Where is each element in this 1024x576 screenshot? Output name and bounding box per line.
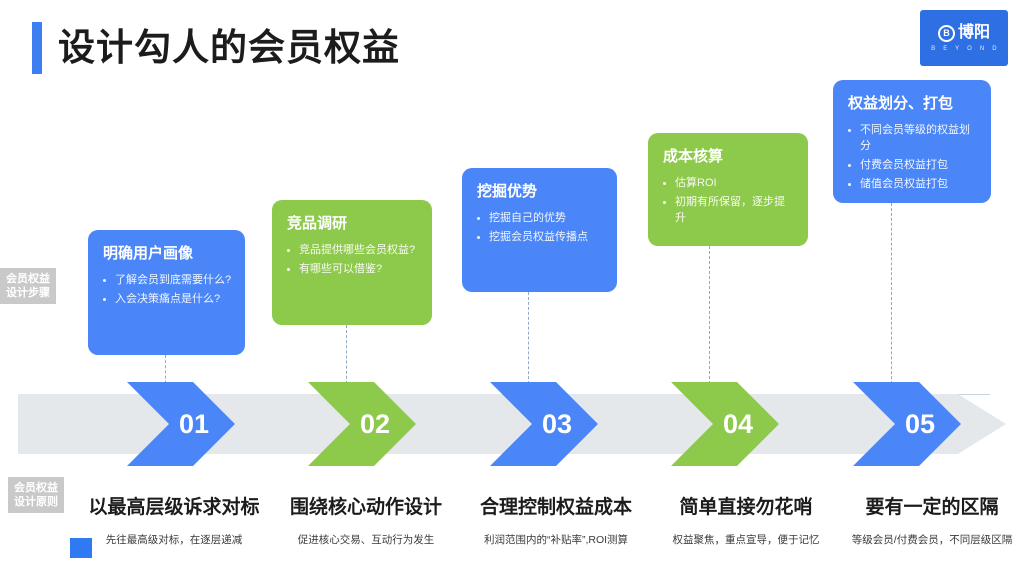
step-card-05[interactable]: 权益划分、打包不同会员等级的权益划分付费会员权益打包储值会员权益打包 bbox=[833, 80, 991, 203]
design-principle-4: 简单直接勿花哨权益聚焦，重点宣导，便于记忆 bbox=[650, 495, 842, 548]
chevron-number: 05 bbox=[904, 408, 936, 439]
connector-line-03 bbox=[528, 292, 529, 394]
logo-circle-icon: B bbox=[937, 24, 955, 42]
connector-line-04 bbox=[709, 246, 710, 394]
step-card-02[interactable]: 竞品调研竞品提供哪些会员权益? 有哪些可以借鉴? bbox=[272, 200, 432, 325]
step-card-03[interactable]: 挖掘优势挖掘自己的优势挖掘会员权益传播点 bbox=[462, 168, 617, 292]
logo-chinese-name: 博阳 bbox=[957, 24, 990, 41]
principle-title: 围绕核心动作设计 bbox=[289, 497, 442, 518]
chevron-number: 03 bbox=[541, 408, 573, 439]
principle-description: 先往最高级对标，在逐层递减 bbox=[105, 534, 243, 546]
step-card-bullet: 挖掘自己的优势 bbox=[475, 210, 604, 226]
step-card-04[interactable]: 成本核算估算ROI 初期有所保留，逐步提升 bbox=[648, 133, 808, 246]
principle-title: 简单直接勿花哨 bbox=[679, 497, 813, 518]
side-label-design-principles: 会员权益 设计原则 bbox=[8, 477, 64, 513]
design-principle-3: 合理控制权益成本利润范围内的“补贴率”,ROI测算 bbox=[460, 495, 652, 548]
side-label-steps-line1: 会员权益 bbox=[6, 273, 50, 285]
step-card-bullet: 挖掘会员权益传播点 bbox=[475, 229, 604, 245]
step-card-bullet: 估算ROI bbox=[661, 175, 795, 191]
principle-title: 要有一定的区隔 bbox=[865, 497, 999, 518]
step-card-bullet: 竞品提供哪些会员权益? bbox=[285, 242, 419, 258]
step-card-title: 明确用户画像 bbox=[103, 245, 194, 262]
step-card-01[interactable]: 明确用户画像了解会员到底需要什么? 入会决策痛点是什么? bbox=[88, 230, 245, 355]
side-label-principles-line1: 会员权益 bbox=[14, 482, 58, 494]
chevron-number: 01 bbox=[178, 408, 210, 439]
step-card-bullet: 有哪些可以借鉴? bbox=[285, 261, 419, 277]
step-card-bullet: 了解会员到底需要什么? bbox=[101, 272, 232, 288]
step-card-bullet: 不同会员等级的权益划分 bbox=[846, 122, 978, 154]
title-accent-bar bbox=[32, 22, 42, 74]
side-label-principles-line2: 设计原则 bbox=[14, 496, 58, 508]
design-principle-2: 围绕核心动作设计促进核心交易、互动行为发生 bbox=[270, 495, 462, 548]
chevron-number: 04 bbox=[722, 408, 754, 439]
connector-line-05 bbox=[891, 203, 892, 394]
principle-description: 权益聚焦，重点宣导，便于记忆 bbox=[672, 534, 820, 546]
step-card-bullet: 入会决策痛点是什么? bbox=[101, 291, 232, 307]
principle-description: 等级会员/付费会员，不同层级区隔 bbox=[851, 534, 1013, 546]
process-band: 01 02 03 04 05 bbox=[18, 382, 1006, 466]
step-card-bullet-list: 挖掘自己的优势挖掘会员权益传播点 bbox=[475, 210, 604, 245]
connector-line-02 bbox=[346, 325, 347, 394]
principle-title: 合理控制权益成本 bbox=[479, 497, 632, 518]
side-label-design-steps: 会员权益 设计步骤 bbox=[0, 268, 56, 304]
step-card-bullet: 初期有所保留，逐步提升 bbox=[661, 194, 795, 226]
brand-logo: B 博阳 B E Y O N D bbox=[920, 10, 1008, 66]
logo-row: B 博阳 bbox=[937, 24, 990, 42]
logo-english-name: B E Y O N D bbox=[931, 45, 1000, 52]
page-title: 设计勾人的会员权益 bbox=[58, 27, 400, 68]
design-principle-5: 要有一定的区隔等级会员/付费会员，不同层级区隔 bbox=[836, 495, 1024, 548]
step-card-title: 挖掘优势 bbox=[477, 183, 538, 200]
principle-description: 促进核心交易、互动行为发生 bbox=[297, 534, 435, 546]
principle-title: 以最高层级诉求对标 bbox=[88, 497, 260, 518]
step-card-bullet-list: 了解会员到底需要什么? 入会决策痛点是什么? bbox=[101, 272, 232, 307]
legend-color-swatch bbox=[70, 538, 92, 558]
step-card-bullet-list: 竞品提供哪些会员权益? 有哪些可以借鉴? bbox=[285, 242, 419, 277]
step-card-title: 竞品调研 bbox=[287, 215, 348, 232]
design-principle-1: 以最高层级诉求对标先往最高级对标，在逐层递减 bbox=[78, 495, 270, 548]
side-label-steps-line2: 设计步骤 bbox=[6, 287, 50, 299]
step-card-bullet: 付费会员权益打包 bbox=[846, 157, 978, 173]
connector-line-01 bbox=[165, 355, 166, 394]
step-card-bullet: 储值会员权益打包 bbox=[846, 176, 978, 192]
step-card-bullet-list: 估算ROI 初期有所保留，逐步提升 bbox=[661, 175, 795, 226]
principle-description: 利润范围内的“补贴率”,ROI测算 bbox=[483, 534, 629, 546]
step-card-bullet-list: 不同会员等级的权益划分付费会员权益打包储值会员权益打包 bbox=[846, 122, 978, 192]
step-card-title: 权益划分、打包 bbox=[848, 95, 954, 112]
chevron-number: 02 bbox=[359, 408, 391, 439]
step-card-title: 成本核算 bbox=[663, 148, 724, 165]
